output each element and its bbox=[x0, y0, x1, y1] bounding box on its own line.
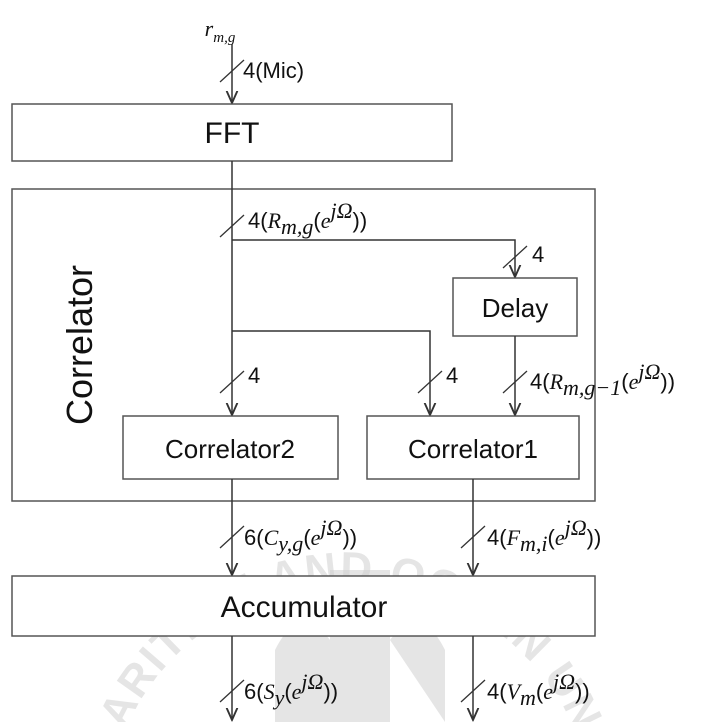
corr2-output-label: 6(Cy,g(ejΩ)) bbox=[244, 515, 357, 556]
corr2-input-label: 4 bbox=[248, 363, 260, 388]
corr1-output-label: 4(Fm,i(ejΩ)) bbox=[487, 515, 601, 556]
bus-slash bbox=[460, 679, 486, 703]
trunk-to-correlator1-line bbox=[232, 330, 430, 415]
bus-slash bbox=[219, 525, 245, 549]
bus-slash bbox=[219, 679, 245, 703]
input-signal-label: rm,g bbox=[205, 16, 236, 46]
correlator-group bbox=[11, 188, 596, 502]
correlator-group-label: Correlator bbox=[59, 265, 100, 425]
fft-output-label: 4(Rm,g(ejΩ)) bbox=[248, 198, 367, 239]
correlator2-label: Correlator2 bbox=[165, 434, 295, 464]
corr1-input-label: 4 bbox=[446, 363, 458, 388]
bus-slash bbox=[417, 370, 443, 394]
fft-block bbox=[11, 103, 453, 162]
accumulator-label: Accumulator bbox=[221, 591, 388, 624]
fft-label: FFT bbox=[205, 117, 260, 150]
bus-slash bbox=[219, 59, 245, 83]
bus-slash bbox=[219, 214, 245, 238]
correlator1-label: Correlator1 bbox=[408, 434, 538, 464]
mic-input-label: 4(Mic) bbox=[243, 58, 304, 83]
correlator2-block bbox=[122, 415, 339, 480]
bus-slash bbox=[460, 525, 486, 549]
accumulator-block bbox=[11, 575, 596, 637]
delay-output-label: 4(Rm,g−1(ejΩ)) bbox=[530, 359, 675, 400]
delay-label: Delay bbox=[482, 293, 548, 323]
fft-to-delay-line bbox=[232, 239, 515, 277]
delay-block bbox=[452, 277, 578, 337]
delay-input-label: 4 bbox=[532, 242, 544, 267]
bus-slash bbox=[502, 245, 528, 269]
bus-slash bbox=[219, 370, 245, 394]
bus-slash bbox=[502, 370, 528, 394]
